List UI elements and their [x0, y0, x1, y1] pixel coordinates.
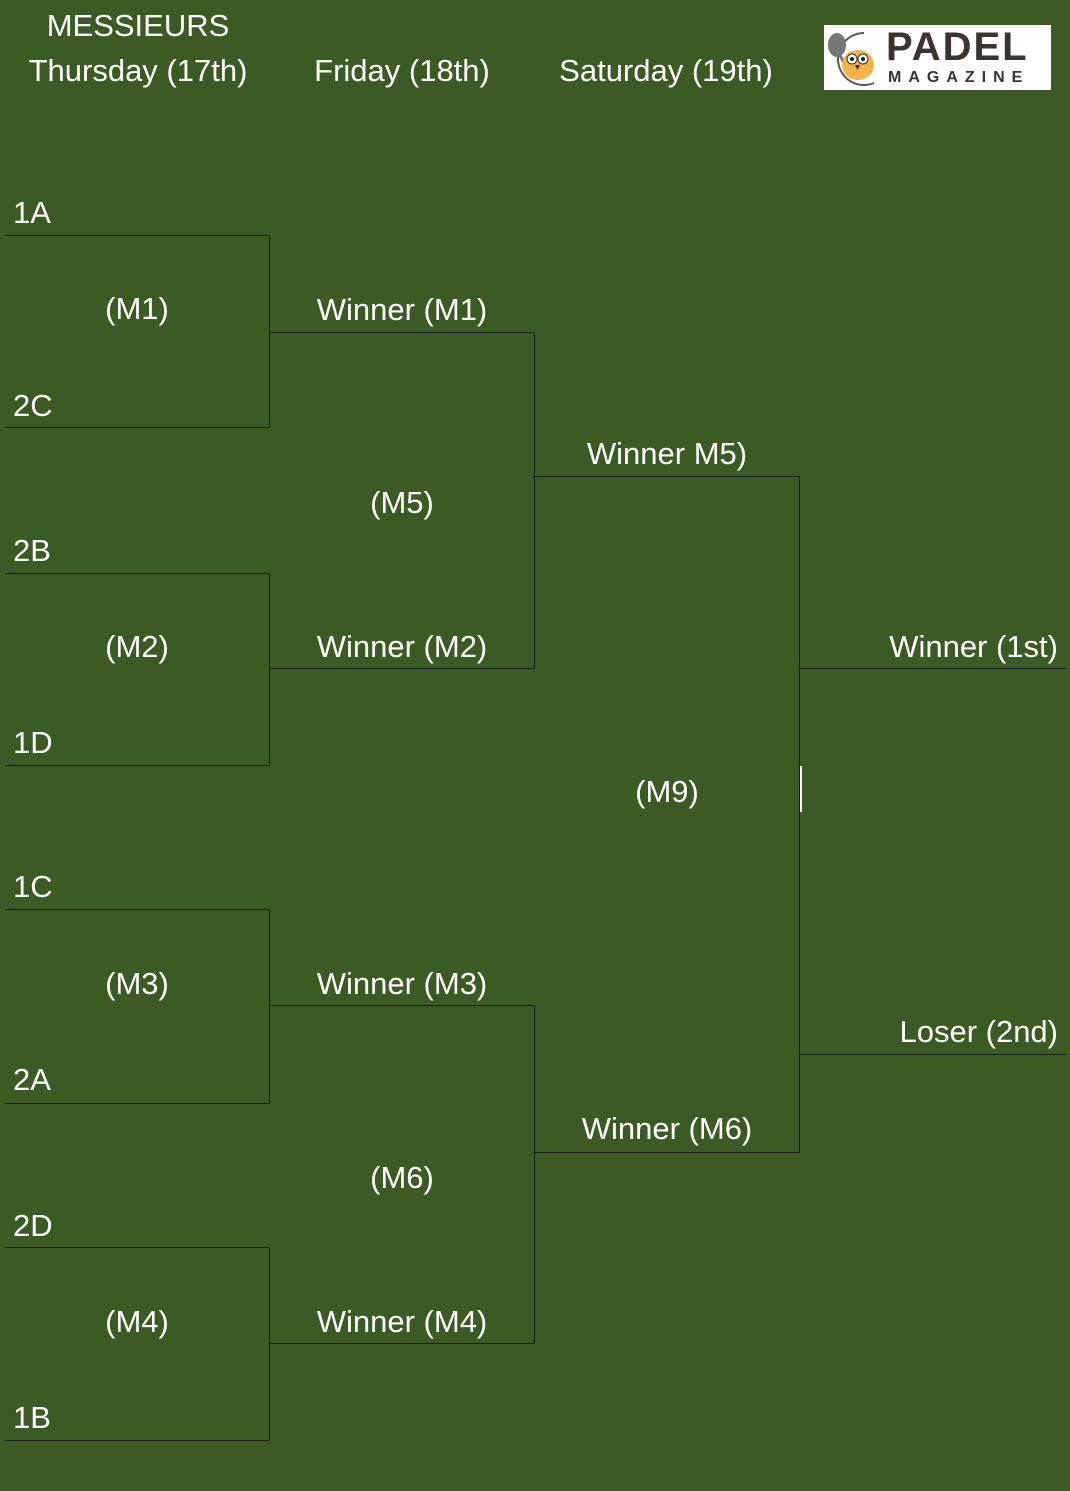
winner-m6: Winner (M6)	[581, 1111, 753, 1146]
bracket-line	[799, 476, 800, 1153]
seed-1d: 1D	[13, 725, 53, 760]
bracket-line	[799, 1054, 1066, 1055]
winner-m4: Winner (M4)	[316, 1304, 488, 1339]
match-m6: (M6)	[370, 1160, 434, 1195]
seed-1c: 1C	[13, 869, 53, 904]
bracket-line	[799, 668, 1066, 669]
bracket-line	[5, 1103, 270, 1104]
bracket-line	[5, 235, 270, 236]
bracket-line	[269, 1343, 535, 1344]
bracket-line	[5, 765, 270, 766]
seed-1b: 1B	[13, 1400, 51, 1435]
bracket-line	[5, 573, 270, 574]
text-cursor	[800, 766, 802, 812]
bracket-line	[269, 573, 270, 766]
bracket-line	[269, 1005, 535, 1006]
seed-2a: 2A	[13, 1062, 51, 1097]
seed-2c: 2C	[13, 388, 53, 423]
bracket-line	[5, 427, 270, 428]
seed-1a: 1A	[13, 195, 51, 230]
match-m4: (M4)	[105, 1304, 169, 1339]
winner-m2: Winner (M2)	[316, 629, 488, 664]
bracket-line	[5, 1247, 270, 1248]
category-title: MESSIEURS	[46, 8, 230, 43]
match-m1: (M1)	[105, 291, 169, 326]
winner-m5: Winner M5)	[586, 436, 748, 471]
day-saturday: Saturday (19th)	[559, 53, 773, 88]
bracket-line	[534, 476, 800, 477]
padel-magazine-logo: PADEL MAGAZINE	[824, 25, 1051, 90]
match-m3: (M3)	[105, 966, 169, 1001]
bracket-line	[5, 1440, 270, 1441]
bracket-line	[269, 235, 270, 428]
final-loser: Loser (2nd)	[899, 1014, 1058, 1049]
seed-2d: 2D	[13, 1208, 53, 1243]
bird-mascot-icon	[828, 32, 875, 86]
logo-padel: PADEL	[886, 25, 1029, 69]
day-thursday: Thursday (17th)	[28, 53, 248, 88]
bracket-line	[269, 1247, 270, 1441]
match-m2: (M2)	[105, 629, 169, 664]
match-m9: (M9)	[635, 774, 699, 809]
bracket-line	[534, 1005, 535, 1344]
match-m5: (M5)	[370, 485, 434, 520]
bracket-line	[269, 332, 535, 333]
day-friday: Friday (18th)	[314, 53, 490, 88]
bracket-line	[534, 332, 535, 669]
logo-magazine: MAGAZINE	[888, 69, 1030, 86]
bracket-line	[269, 668, 535, 669]
winner-m3: Winner (M3)	[316, 966, 488, 1001]
winner-m1: Winner (M1)	[316, 292, 488, 327]
final-winner: Winner (1st)	[889, 629, 1058, 664]
bracket-line	[5, 909, 270, 910]
bracket-line	[269, 909, 270, 1104]
bracket-line	[534, 1152, 800, 1153]
seed-2b: 2B	[13, 533, 51, 568]
